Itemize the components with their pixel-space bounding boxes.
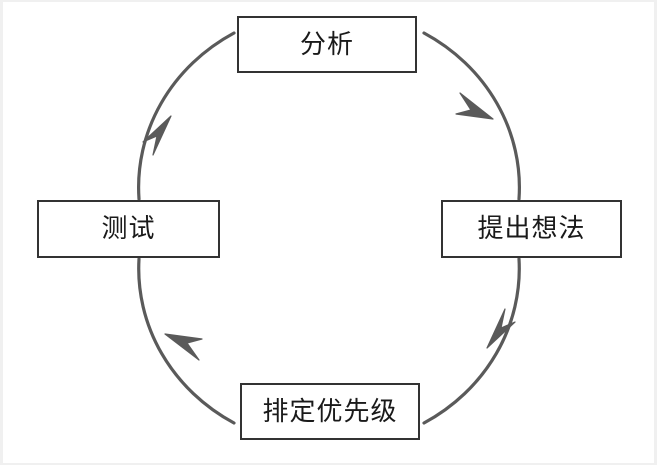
node-label-test: 测试 (101, 214, 156, 243)
node-label-prioritize: 排定优先级 (262, 396, 398, 426)
node-box-prioritize[interactable]: 排定优先级 (240, 383, 420, 440)
node-label-analysis: 分析 (299, 29, 354, 59)
arrowhead-prioritize-to-test (164, 333, 203, 361)
arc-ideas-to-prioritize (422, 257, 521, 425)
node-box-ideas[interactable]: 提出想法 (441, 200, 622, 258)
page-edge-bottom (0, 463, 657, 465)
node-box-analysis[interactable]: 分析 (237, 16, 417, 73)
node-label-ideas: 提出想法 (477, 214, 586, 243)
arrowhead-test-to-analysis (142, 115, 172, 156)
arc-prioritize-to-test (137, 257, 236, 425)
arc-test-to-analysis (136, 31, 236, 201)
node-box-test[interactable]: 测试 (37, 200, 220, 258)
page-edge-left (0, 0, 3, 465)
page-edge-right (654, 0, 657, 465)
arrowhead-analysis-to-ideas (455, 92, 494, 120)
arrowhead-ideas-to-prioritize (486, 308, 516, 349)
page-edge-top (0, 0, 657, 2)
arc-analysis-to-ideas (422, 31, 522, 201)
